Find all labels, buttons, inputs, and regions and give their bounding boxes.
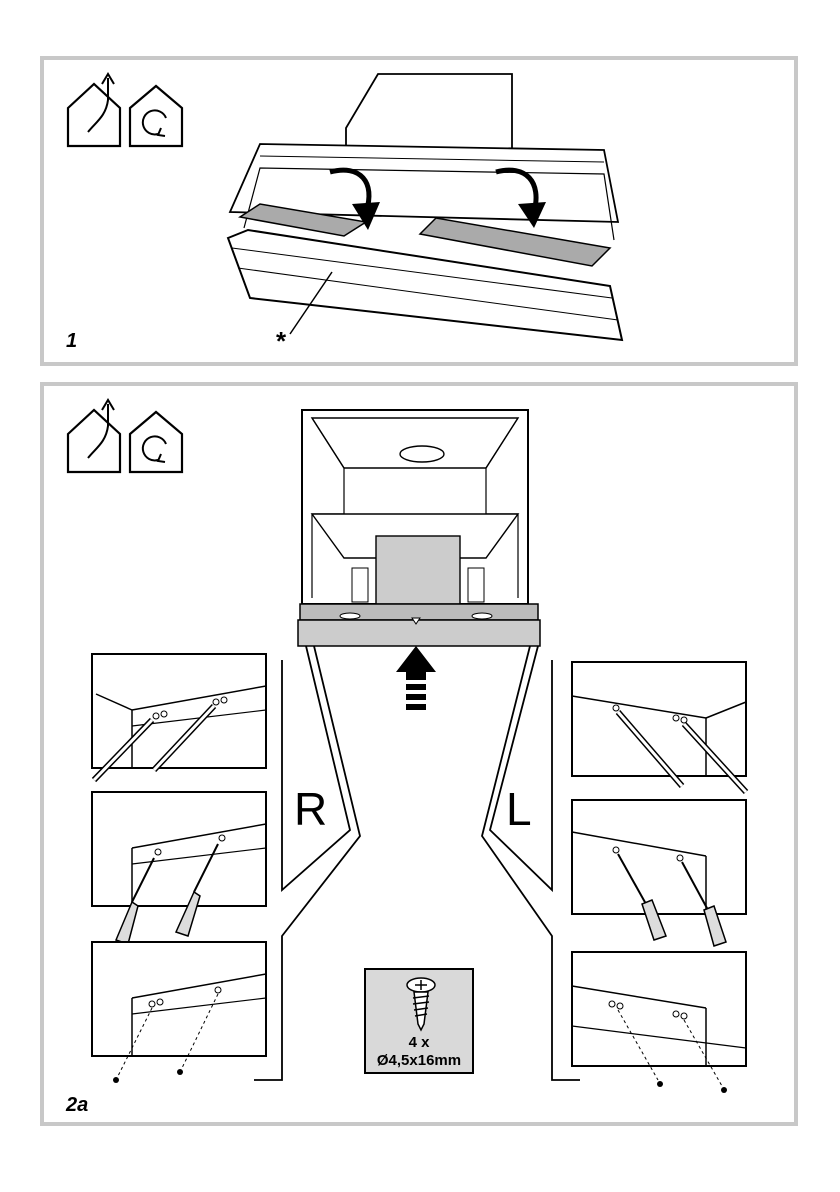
left-side-label: L bbox=[506, 786, 532, 832]
detail-screw-left bbox=[92, 942, 268, 1092]
detail-drill-right bbox=[572, 800, 748, 950]
detail-screw-right bbox=[572, 952, 748, 1096]
screw-spec-box: 4 x Ø4,5x16mm bbox=[364, 968, 474, 1074]
right-side-label: R bbox=[294, 786, 327, 832]
screw-icon bbox=[404, 976, 438, 1030]
screw-quantity: 4 x bbox=[366, 1034, 472, 1051]
detail-mark-holes-right bbox=[572, 662, 758, 798]
screw-size: Ø4,5x16mm bbox=[366, 1052, 472, 1069]
step-number-2a: 2a bbox=[66, 1094, 88, 1117]
detail-drill-left bbox=[92, 792, 268, 952]
detail-mark-holes-left bbox=[92, 654, 268, 786]
